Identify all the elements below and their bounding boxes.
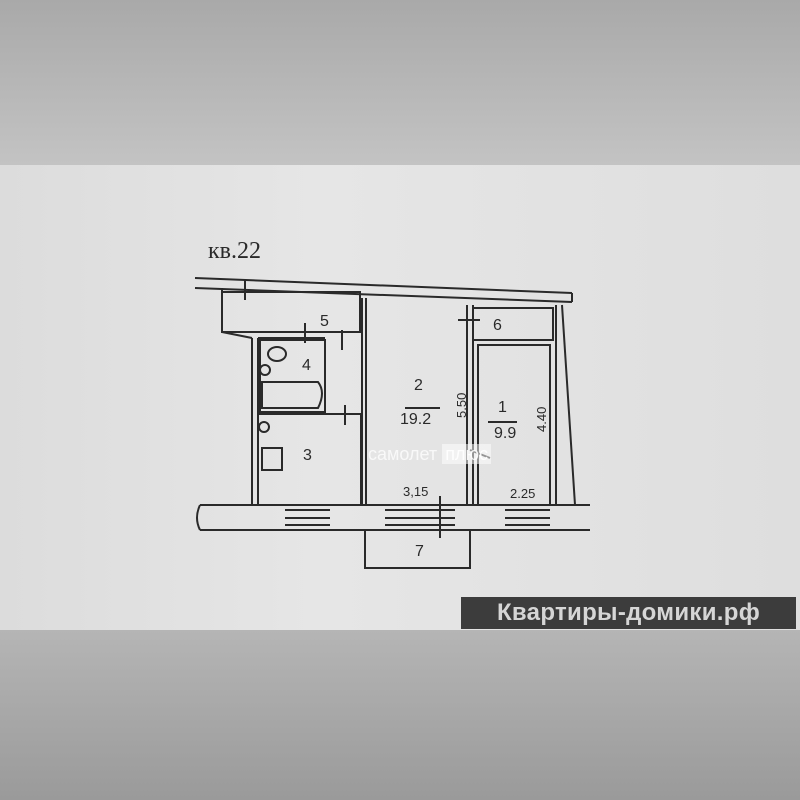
- stove-icon: [261, 447, 283, 471]
- watermark-text: самолет: [368, 444, 438, 464]
- room-2-outline: [361, 298, 367, 505]
- window: [285, 509, 330, 526]
- watermark-suffix: плюс: [442, 444, 491, 464]
- blurred-background-top: [0, 0, 800, 170]
- room-3-number: 3: [303, 447, 312, 464]
- door-ticks: [244, 280, 491, 538]
- bathtub-icon: [261, 381, 323, 409]
- top-wall: [194, 277, 573, 303]
- room-7-number: 7: [415, 543, 424, 560]
- blurred-background-bottom: [0, 630, 800, 800]
- room-2-number: 2: [414, 377, 423, 394]
- dimension-room1-length: 4.40: [534, 407, 549, 432]
- room-6-number: 6: [493, 317, 502, 334]
- kitchen-sink-icon: [258, 421, 270, 433]
- room-2-area: 19.2: [400, 411, 431, 428]
- apartment-label: кв.22: [208, 238, 261, 264]
- room-1-number: 1: [498, 399, 507, 416]
- dimension-room2-width: 3,15: [403, 484, 428, 499]
- room-6-outline: [472, 307, 554, 341]
- sink-icon: [259, 364, 271, 376]
- room-5-outline: [221, 291, 361, 333]
- room-7-balcony: [364, 529, 471, 569]
- room-4-outline: [259, 339, 326, 413]
- room-1-area: 9.9: [494, 425, 516, 442]
- watermark-center: самолет плюс: [368, 444, 491, 464]
- room-5-number: 5: [320, 313, 329, 330]
- site-watermark-badge: Квартиры-домики.рф: [461, 597, 796, 629]
- dimension-room2-length: 5.50: [454, 393, 469, 418]
- toilet-icon: [267, 346, 287, 362]
- floor-plan-paper: [0, 165, 800, 635]
- dimension-room1-width: 2.25: [510, 486, 535, 501]
- window: [505, 509, 550, 526]
- room-4-number: 4: [302, 357, 311, 374]
- window: [385, 509, 455, 526]
